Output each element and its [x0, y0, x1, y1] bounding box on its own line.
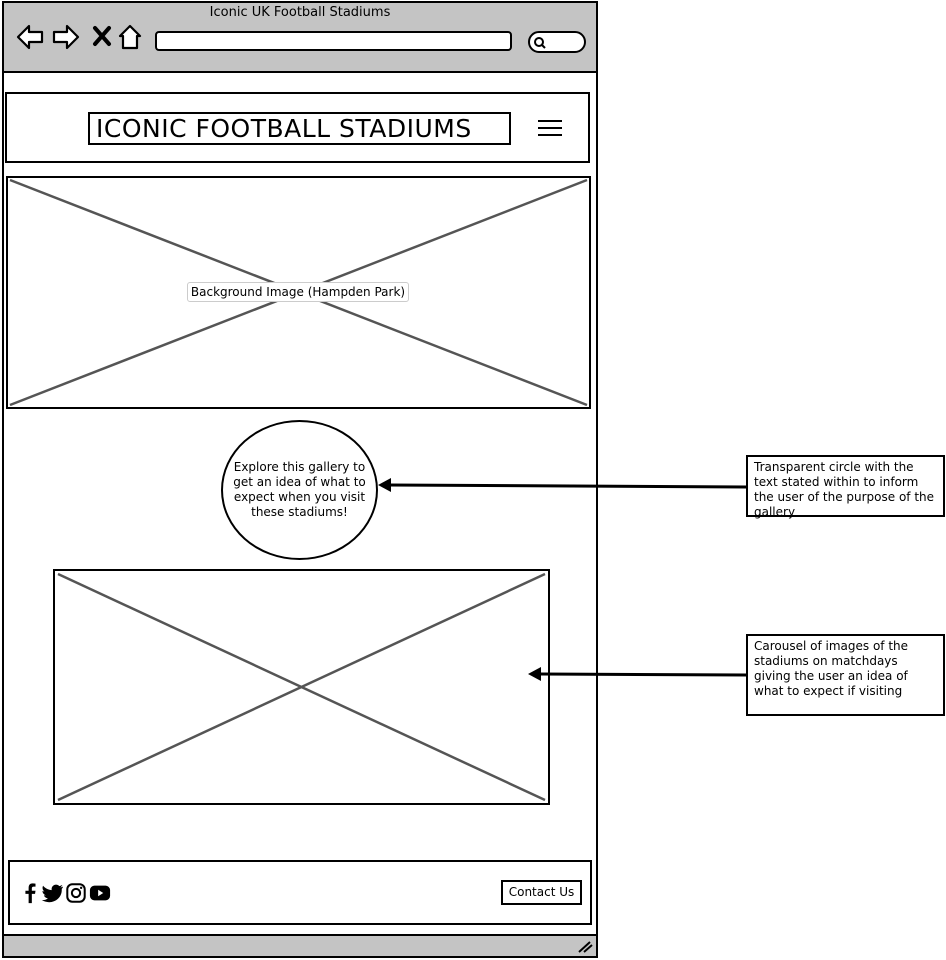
- image-carousel[interactable]: [53, 569, 550, 805]
- close-icon[interactable]: [88, 22, 118, 52]
- gallery-intro-text: Explore this gallery to get an idea of w…: [233, 460, 366, 519]
- youtube-icon[interactable]: [88, 882, 112, 904]
- forward-icon[interactable]: [51, 22, 81, 52]
- hero-image-label: Background Image (Hampden Park): [187, 282, 409, 302]
- resize-grip-icon[interactable]: [576, 938, 594, 954]
- contact-us-button[interactable]: Contact Us: [501, 880, 582, 905]
- hamburger-menu-icon[interactable]: [538, 116, 562, 140]
- annotation-arrows: [378, 478, 747, 681]
- search-button[interactable]: [528, 31, 586, 53]
- address-bar[interactable]: [155, 31, 512, 51]
- arrow-head-icon: [528, 667, 541, 681]
- back-icon[interactable]: [15, 22, 45, 52]
- search-icon: [534, 37, 546, 49]
- facebook-icon[interactable]: [18, 882, 42, 904]
- circle-annotation: Transparent circle with the text stated …: [746, 455, 945, 519]
- placeholder-cross: [57, 572, 546, 802]
- site-logo[interactable]: ICONIC FOOTBALL STADIUMS: [88, 112, 511, 145]
- browser-statusbar: [2, 934, 598, 958]
- twitter-icon[interactable]: [41, 882, 65, 904]
- instagram-icon[interactable]: [64, 882, 88, 904]
- gallery-intro-circle: Explore this gallery to get an idea of w…: [221, 420, 378, 560]
- site-header: [5, 92, 590, 163]
- window-title: Iconic UK Football Stadiums: [209, 5, 391, 20]
- home-icon[interactable]: [116, 22, 146, 52]
- carousel-annotation: Carousel of images of the stadiums on ma…: [746, 634, 945, 716]
- arrow-head-icon: [378, 478, 391, 492]
